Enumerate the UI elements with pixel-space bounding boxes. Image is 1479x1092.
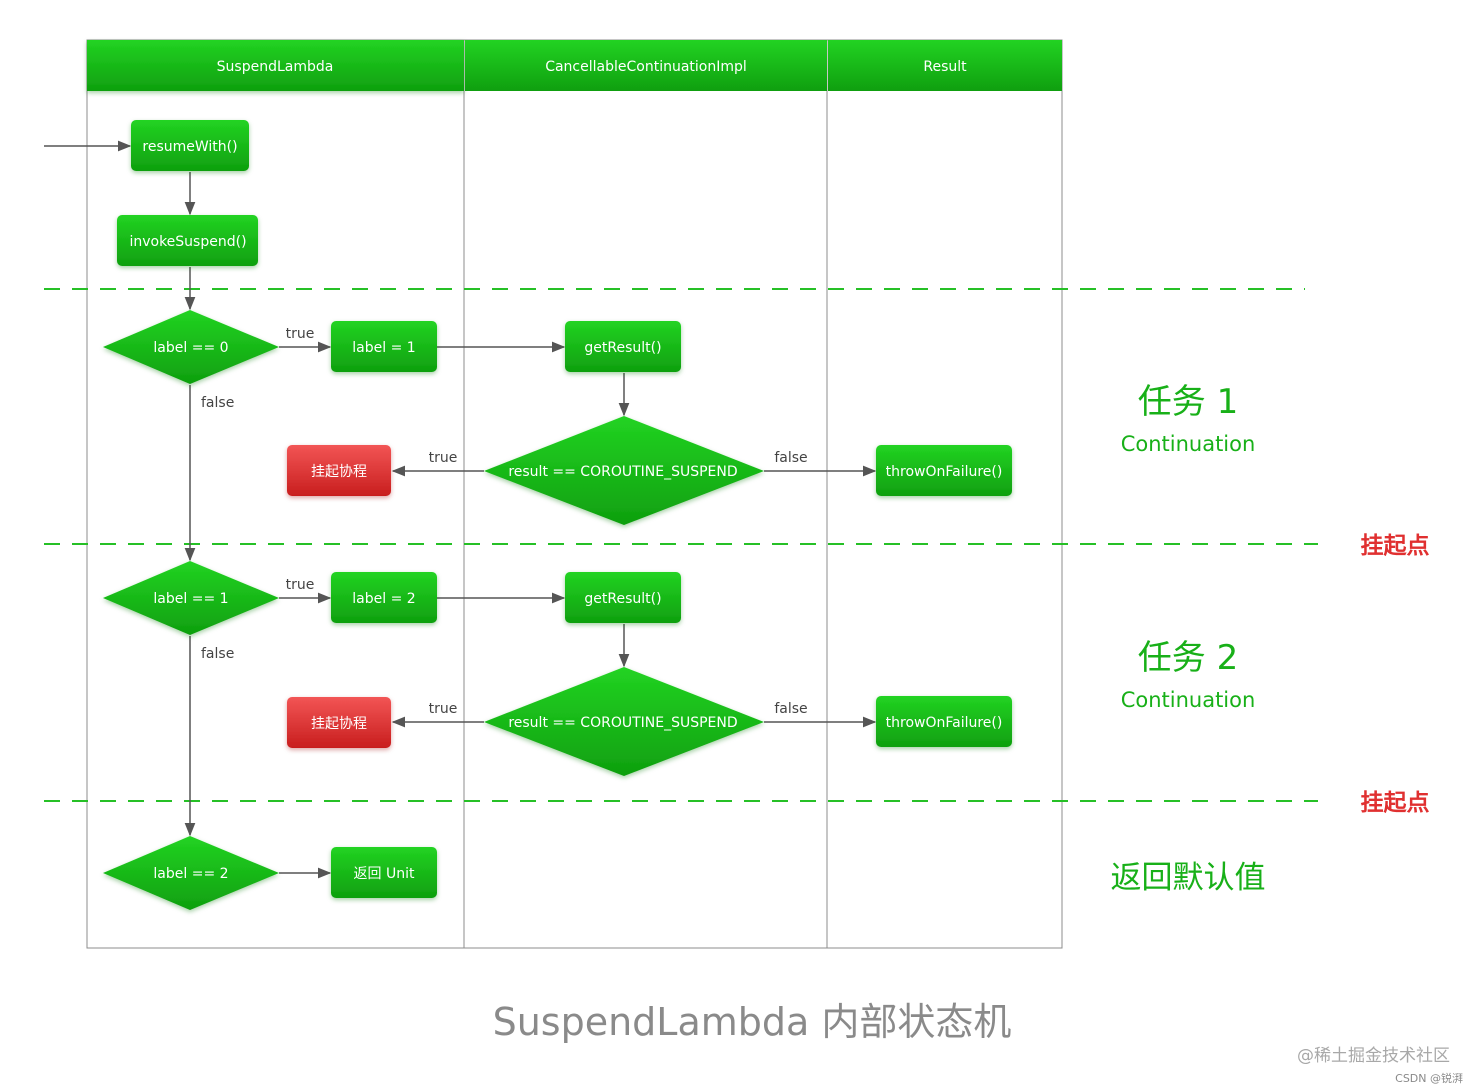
suspend-point-label-2: 挂起点 [1361, 790, 1430, 816]
node-label: 挂起协程 [311, 716, 367, 732]
edge-label-false: false [201, 395, 234, 411]
node-label: label == 1 [153, 591, 228, 607]
return-default-label: 返回默认值 [1111, 860, 1266, 896]
node-suspend-coroutine-1: 挂起协程 [287, 445, 391, 496]
edge-label-false: false [774, 450, 807, 466]
edge-label-true: true [429, 701, 458, 717]
node-label-set-2: label = 2 [331, 572, 437, 623]
node-label: throwOnFailure() [886, 464, 1003, 480]
node-label: label = 2 [352, 591, 415, 607]
edge-label-false: false [774, 701, 807, 717]
node-label: invokeSuspend() [129, 234, 246, 250]
lane-title-result: Result [923, 59, 967, 75]
annotations: 任务 1 Continuation 挂起点 任务 2 Continuation … [1111, 382, 1430, 896]
node-label: 挂起协程 [311, 464, 367, 480]
node-invoke-suspend: invokeSuspend() [117, 215, 258, 266]
lane-header-cancellable: CancellableContinuationImpl [465, 40, 827, 91]
lane-header-result: Result [828, 40, 1062, 91]
task2-title: 任务 2 [1138, 638, 1238, 678]
lane-title-cancellable: CancellableContinuationImpl [545, 59, 747, 75]
decision-check-suspend-2: result == COROUTINE_SUSPEND [484, 667, 764, 776]
node-throw-on-failure-1: throwOnFailure() [876, 445, 1012, 496]
node-label: label = 1 [352, 340, 415, 356]
node-label: label == 2 [153, 866, 228, 882]
decision-label-eq-0: label == 0 [103, 310, 279, 384]
edges [44, 140, 877, 879]
node-resume-with: resumeWith() [131, 120, 249, 171]
decision-label-eq-1: label == 1 [103, 561, 279, 635]
node-label-set-1: label = 1 [331, 321, 437, 372]
node-return-unit: 返回 Unit [331, 847, 437, 898]
diagram-caption: SuspendLambda 内部状态机 [493, 1000, 1012, 1044]
node-label: 返回 Unit [354, 866, 415, 882]
edge-label-false: false [201, 646, 234, 662]
task1-subtitle: Continuation [1121, 432, 1256, 456]
node-label: throwOnFailure() [886, 715, 1003, 731]
lane-header-suspendlambda: SuspendLambda [87, 40, 464, 91]
edge-label-true: true [286, 577, 315, 593]
node-suspend-coroutine-2: 挂起协程 [287, 697, 391, 748]
node-get-result-2: getResult() [565, 572, 681, 623]
lane-title-suspendlambda: SuspendLambda [217, 59, 334, 75]
node-label: result == COROUTINE_SUSPEND [508, 464, 737, 480]
node-throw-on-failure-2: throwOnFailure() [876, 696, 1012, 747]
node-label: getResult() [584, 340, 661, 356]
edge-label-true: true [286, 326, 315, 342]
task1-title: 任务 1 [1138, 382, 1238, 422]
suspend-point-label-1: 挂起点 [1361, 533, 1430, 559]
decision-label-eq-2: label == 2 [103, 836, 279, 910]
node-get-result-1: getResult() [565, 321, 681, 372]
node-label: resumeWith() [142, 139, 237, 155]
task2-subtitle: Continuation [1121, 688, 1256, 712]
node-label: result == COROUTINE_SUSPEND [508, 715, 737, 731]
node-label: getResult() [584, 591, 661, 607]
node-label: label == 0 [153, 340, 228, 356]
watermark-juejin: @稀土掘金技术社区 [1297, 1046, 1450, 1066]
edge-labels: true false true false true false true fa… [201, 326, 808, 717]
watermark-csdn: CSDN @锐湃 [1395, 1071, 1463, 1085]
decision-check-suspend-1: result == COROUTINE_SUSPEND [484, 416, 764, 525]
edge-label-true: true [429, 450, 458, 466]
